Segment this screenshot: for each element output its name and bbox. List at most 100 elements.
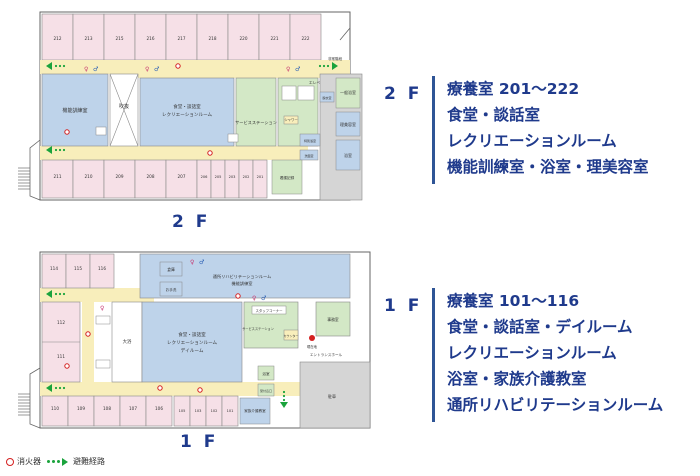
barber-2f-label: 理美容室 <box>340 121 356 127</box>
info-2f-line-1: 療養室 201～222 <box>447 80 580 98</box>
route-arrow-icon <box>47 457 68 466</box>
room-cell <box>103 13 136 61</box>
room-cell <box>41 159 74 199</box>
room-number: 218 <box>209 36 217 41</box>
info-1f-line-2: 食堂・談話室・デイルーム <box>447 318 633 336</box>
svg-text:♀: ♀ <box>84 66 88 73</box>
room-number: 209 <box>116 174 124 179</box>
info-1f-line-3: レクリエーションルーム <box>447 344 617 362</box>
room-number: 201 <box>257 175 264 179</box>
room-number: 215 <box>116 36 124 41</box>
room-cell <box>134 159 167 199</box>
room-number: 206 <box>201 175 209 179</box>
storage-1f-label: 倉庫 <box>167 267 175 272</box>
room-number: 207 <box>178 174 186 179</box>
extinguishers-1f <box>64 293 241 393</box>
plan-1f: 通所リハビリテーションルーム 機能訓練室 倉庫 お手洗 大浴 食堂・談話室 レク… <box>18 251 371 429</box>
info-2f-line-2: 食堂・談話室 <box>447 106 541 124</box>
staff-1f-label: スタッフコーナー <box>255 308 283 313</box>
info-1f-line-1: 療養室 101～116 <box>447 292 580 310</box>
room-number: 202 <box>243 175 250 179</box>
kaigo-1f-label: 家族介護教室 <box>244 408 266 413</box>
dining-2f-label: 食堂・談話室 <box>173 103 201 110</box>
room-number: 221 <box>271 36 279 41</box>
info-2f: 療養室 201～222 食堂・談話室 レクリエーションルーム 機能訓練室・浴室・… <box>432 76 649 184</box>
room-cell <box>165 159 198 199</box>
evac-routes-2f <box>46 62 338 154</box>
info-1f: 療養室 101～116 食堂・談話室・デイルーム レクリエーションルーム 浴室・… <box>432 288 663 422</box>
room-number: 106 <box>155 406 163 411</box>
tsusho2-1f-label: 機能訓練室 <box>232 280 253 287</box>
emergency-2f-label: 非常階段 <box>328 56 343 61</box>
room-cell <box>103 159 136 199</box>
evac-routes-1f <box>46 290 288 408</box>
room-number: 114 <box>50 266 58 271</box>
service-2f <box>235 77 277 147</box>
toilets-2f: ♀♀♀ ♂♂♂ <box>84 66 300 73</box>
steward-2f-label: 看護記録 <box>280 175 295 180</box>
room-number: 203 <box>229 175 236 179</box>
room-cell <box>221 395 239 427</box>
service-2f-label: サービスステーション <box>235 119 277 126</box>
legend-extinguisher: 消火器 <box>17 457 41 466</box>
room-number: 213 <box>85 36 93 41</box>
day-1f-label: デイルーム <box>181 347 204 354</box>
current-location-marker <box>309 335 315 341</box>
svg-text:♂: ♂ <box>93 66 98 73</box>
room-cell <box>238 159 254 199</box>
svg-text:♂: ♂ <box>154 66 159 73</box>
room-cell <box>258 13 291 61</box>
room-number: 110 <box>51 406 59 411</box>
room-cell <box>93 395 121 427</box>
svg-text:♂: ♂ <box>199 259 204 266</box>
office-1f-label: 事務室 <box>327 317 339 322</box>
room-cell <box>41 253 67 289</box>
recreation-1f-label: レクリエーションルーム <box>167 340 218 346</box>
room-number: 107 <box>129 406 137 411</box>
room-cell <box>119 395 147 427</box>
room-number: 222 <box>302 36 310 41</box>
floor-label-2f-bottom: 2 F <box>172 212 211 232</box>
svg-text:♀: ♀ <box>286 66 290 73</box>
dining-1f-label: 食堂・談話室 <box>178 331 206 338</box>
room-cell <box>196 13 229 61</box>
info-2f-line-4: 機能訓練室・浴室・理美容室 <box>447 158 649 176</box>
atrium-2f-label: 吹抜 <box>119 103 129 110</box>
room-cell <box>89 253 115 289</box>
legend: 消火器 避難経路 <box>6 456 105 467</box>
room-number: 109 <box>77 406 85 411</box>
shower-2f-label: シャワー <box>284 117 298 122</box>
floor-label-1f-bottom: 1 F <box>180 432 219 452</box>
room-cell <box>67 395 95 427</box>
dining-2f <box>139 77 235 147</box>
room-number: 111 <box>57 354 65 359</box>
svg-text:♂: ♂ <box>295 66 300 73</box>
senmen-2f-label: 洗面室 <box>304 153 313 158</box>
room-number: 105 <box>179 409 186 413</box>
recreation-2f-label: レクリエーションルーム <box>162 112 213 118</box>
parking-1f-label: 駐車 <box>328 393 336 399</box>
room-number: 212 <box>54 36 62 41</box>
datsui-2f-label: 脱衣室 <box>322 95 331 100</box>
room-number: 205 <box>215 175 222 179</box>
info-2f-line-3: レクリエーションルーム <box>447 132 617 150</box>
bath-general-2f-label: 一般浴室 <box>340 89 356 95</box>
room-cell <box>210 159 226 199</box>
room-number: 216 <box>147 36 155 41</box>
svg-text:♂: ♂ <box>261 295 266 302</box>
room-cell <box>65 253 91 289</box>
dining-1f <box>141 301 243 383</box>
room-number: 208 <box>147 174 155 179</box>
room-number: 116 <box>98 266 106 271</box>
svg-text:♀: ♀ <box>100 305 104 312</box>
info-1f-line-5: 通所リハビリテーションルーム <box>447 396 664 414</box>
room-cell <box>72 159 105 199</box>
counter-1f-label: カウンター <box>283 333 298 338</box>
room-cell <box>41 13 74 61</box>
floor-label-2f-side: 2 F <box>384 84 423 104</box>
room-cell <box>145 395 173 427</box>
